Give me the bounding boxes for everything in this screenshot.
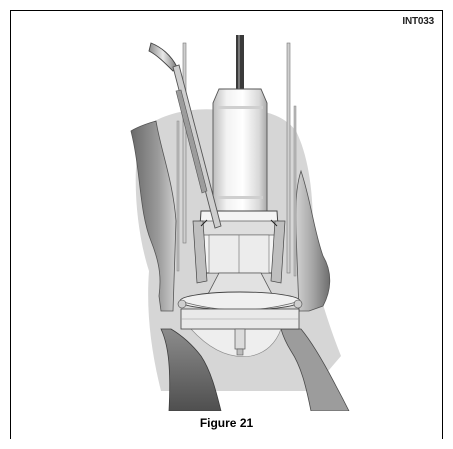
guide-rod-left — [182, 42, 187, 244]
tissue-lower-left — [160, 328, 222, 411]
figure-caption: Figure 21 — [199, 416, 254, 430]
device-nozzle — [234, 328, 246, 350]
guide-rod-right-2 — [293, 105, 297, 277]
clip-arm-left — [192, 220, 208, 284]
housing-collar — [198, 220, 280, 236]
clip-arm-right — [270, 220, 286, 284]
scalpel-icon — [148, 42, 222, 229]
tissue-lower-right — [280, 328, 350, 411]
tissue-left-wall — [130, 120, 177, 312]
figure-code: INT033 — [402, 16, 434, 27]
guide-rod-right — [286, 42, 291, 274]
tissue-right-wall — [295, 169, 331, 312]
figure-frame: INT033 — [10, 10, 443, 439]
device-flange — [179, 291, 301, 311]
surgical-illustration — [130, 35, 350, 411]
guide-rod-left-2 — [176, 120, 180, 272]
